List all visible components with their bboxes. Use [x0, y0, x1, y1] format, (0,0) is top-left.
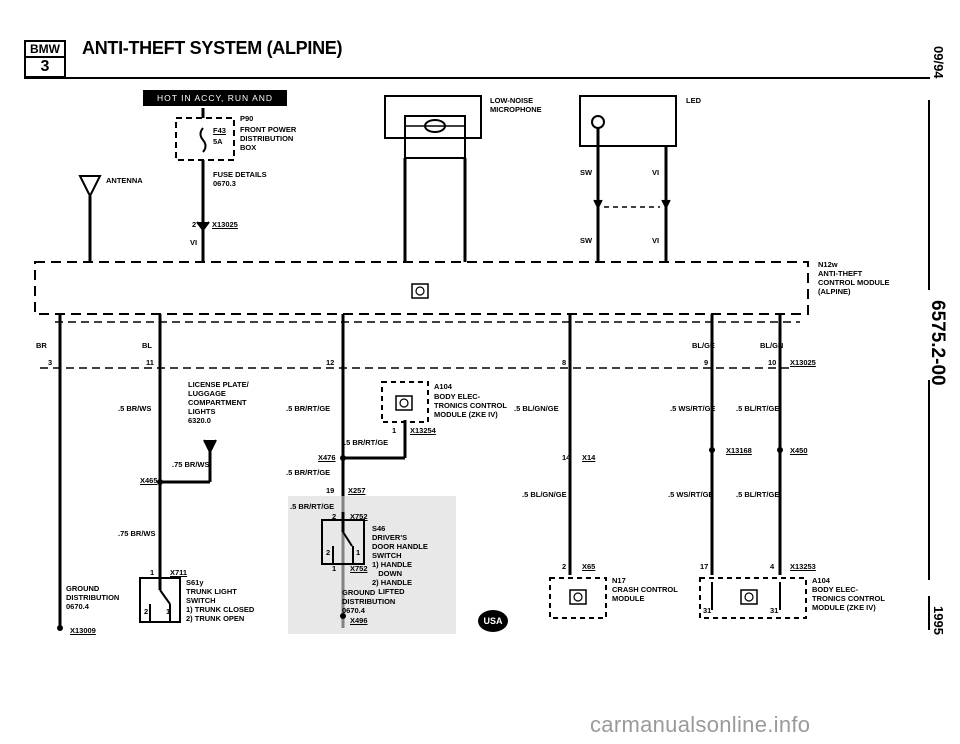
- x14-code: X14: [582, 453, 596, 462]
- wire-75brws-2: .75 BR/WS: [118, 529, 156, 538]
- x752a-pin: 2: [332, 512, 337, 521]
- x465-label: X465: [140, 476, 158, 485]
- wire-5brrtge-3: .5 BR/RT/GE: [286, 468, 331, 477]
- s61y-num-1: 1: [166, 607, 171, 616]
- antenna-label: ANTENNA: [106, 176, 143, 185]
- x711-pin: 1: [150, 568, 155, 577]
- watermark: carmanualsonline.info: [590, 712, 811, 737]
- wire-5brrtge-2: .5 BR/RT/GE: [344, 438, 389, 447]
- hot-in-bar: HOT IN ACCY, RUN AND START: [143, 90, 287, 119]
- x13025-top-color: VI: [190, 238, 198, 247]
- wire-5brws: .5 BR/WS: [118, 404, 152, 413]
- s61y-num-2: 2: [144, 607, 149, 616]
- led-label: LED: [686, 96, 701, 105]
- x450-label: X450: [790, 446, 808, 455]
- p90-code: P90: [240, 114, 254, 123]
- wire-5blgnge-2: .5 BL/GN/GE: [522, 490, 567, 499]
- n17-label: N17 CRASH CONTROL MODULE: [612, 576, 678, 603]
- pin-12: 12: [326, 358, 335, 367]
- x13253-pin4: 4: [770, 562, 775, 571]
- x257-pin: 19: [326, 486, 335, 495]
- x13254-pin: 1: [392, 426, 397, 435]
- pin-8: 8: [562, 358, 567, 367]
- x711-code: X711: [170, 568, 188, 577]
- x13168-label: X13168: [726, 446, 752, 455]
- s61y-label: S61y TRUNK LIGHT SWITCH 1) TRUNK CLOSED …: [186, 578, 255, 623]
- wire-5blgnge: .5 BL/GN/GE: [514, 404, 559, 413]
- pin-10: 10: [768, 358, 777, 367]
- led-sw2: SW: [580, 236, 593, 245]
- logo-brand: BMW: [26, 42, 64, 58]
- x13025-top-pin: 2: [192, 220, 197, 229]
- led-vi2: VI: [652, 236, 660, 245]
- microphone-label: LOW-NOISE MICROPHONE: [490, 96, 542, 114]
- wire-br: BR: [36, 341, 47, 350]
- x13254-code: X13254: [410, 426, 436, 435]
- s46-label: S46 DRIVER'S DOOR HANDLE SWITCH 1) HANDL…: [372, 524, 428, 596]
- wire-5brrtge: .5 BR/RT/GE: [286, 404, 331, 413]
- x13025-top-code: X13025: [212, 220, 238, 229]
- page-title: ANTI-THEFT SYSTEM (ALPINE): [82, 38, 343, 58]
- pin-11: 11: [146, 358, 154, 367]
- module-label: N12w ANTI-THEFT CONTROL MODULE (ALPINE): [818, 260, 890, 296]
- logo-series: 3: [40, 58, 50, 75]
- wire-5blrtge: .5 BL/RT/GE: [736, 404, 780, 413]
- fuse-amp: 5A: [213, 137, 223, 146]
- wire-5wsrtge: .5 WS/RT/GE: [670, 404, 716, 413]
- a104-pin-31a: 31: [703, 606, 712, 615]
- usa-badge: USA: [478, 610, 508, 632]
- a104-top-label: BODY ELEC- TRONICS CONTROL MODULE (ZKE I…: [434, 392, 507, 419]
- x13025-conn: X13025: [790, 358, 816, 367]
- bmw-3-logo: BMW 3: [24, 40, 66, 78]
- a104-bottom-label: A104 BODY ELEC- TRONICS CONTROL MODULE (…: [812, 576, 885, 612]
- x752a-code: X752: [350, 512, 368, 521]
- x257-code: X257: [348, 486, 366, 495]
- s46-num-2: 2: [326, 548, 331, 557]
- wire-blge: BL/GE: [692, 341, 715, 350]
- wire-blgn: BL/GN: [760, 341, 784, 350]
- x14-pin: 14: [562, 453, 571, 462]
- fuse-f43: F43: [213, 126, 226, 135]
- x476-label: X476: [318, 453, 336, 462]
- ground-dist-mid: GROUND DISTRIBUTION 0670.4: [342, 588, 396, 615]
- x65-code: X65: [582, 562, 596, 571]
- pin-3: 3: [48, 358, 53, 367]
- s46-num-1: 1: [356, 548, 361, 557]
- wire-5blrtge-2: .5 BL/RT/GE: [736, 490, 780, 499]
- wire-5brrtge-4: .5 BR/RT/GE: [290, 502, 335, 511]
- x752b-code: X752: [350, 564, 368, 573]
- wire-5wsrtge-2: .5 WS/RT/GE: [668, 490, 714, 499]
- wire-bl: BL: [142, 341, 152, 350]
- x496-label: X496: [350, 616, 368, 625]
- fuse-details: FUSE DETAILS 0670.3: [213, 170, 267, 188]
- x65-pin: 2: [562, 562, 567, 571]
- led-vi1: VI: [652, 168, 660, 177]
- p90-label: FRONT POWER DISTRIBUTION BOX: [240, 125, 297, 152]
- a104-top-code: A104: [434, 382, 452, 391]
- wire-75brws: .75 BR/WS: [172, 460, 210, 469]
- x13253-code: X13253: [790, 562, 816, 571]
- led-sw1: SW: [580, 168, 593, 177]
- pin-9: 9: [704, 358, 709, 367]
- x13253-pin17: 17: [700, 562, 709, 571]
- license-label: LICENSE PLATE/ LUGGAGE COMPARTMENT LIGHT…: [188, 380, 249, 425]
- ground-dist-left: GROUND DISTRIBUTION 0670.4: [66, 584, 120, 611]
- a104-pin-31b: 31: [770, 606, 779, 615]
- x13009-label: X13009: [70, 626, 96, 635]
- x752b-pin: 1: [332, 564, 337, 573]
